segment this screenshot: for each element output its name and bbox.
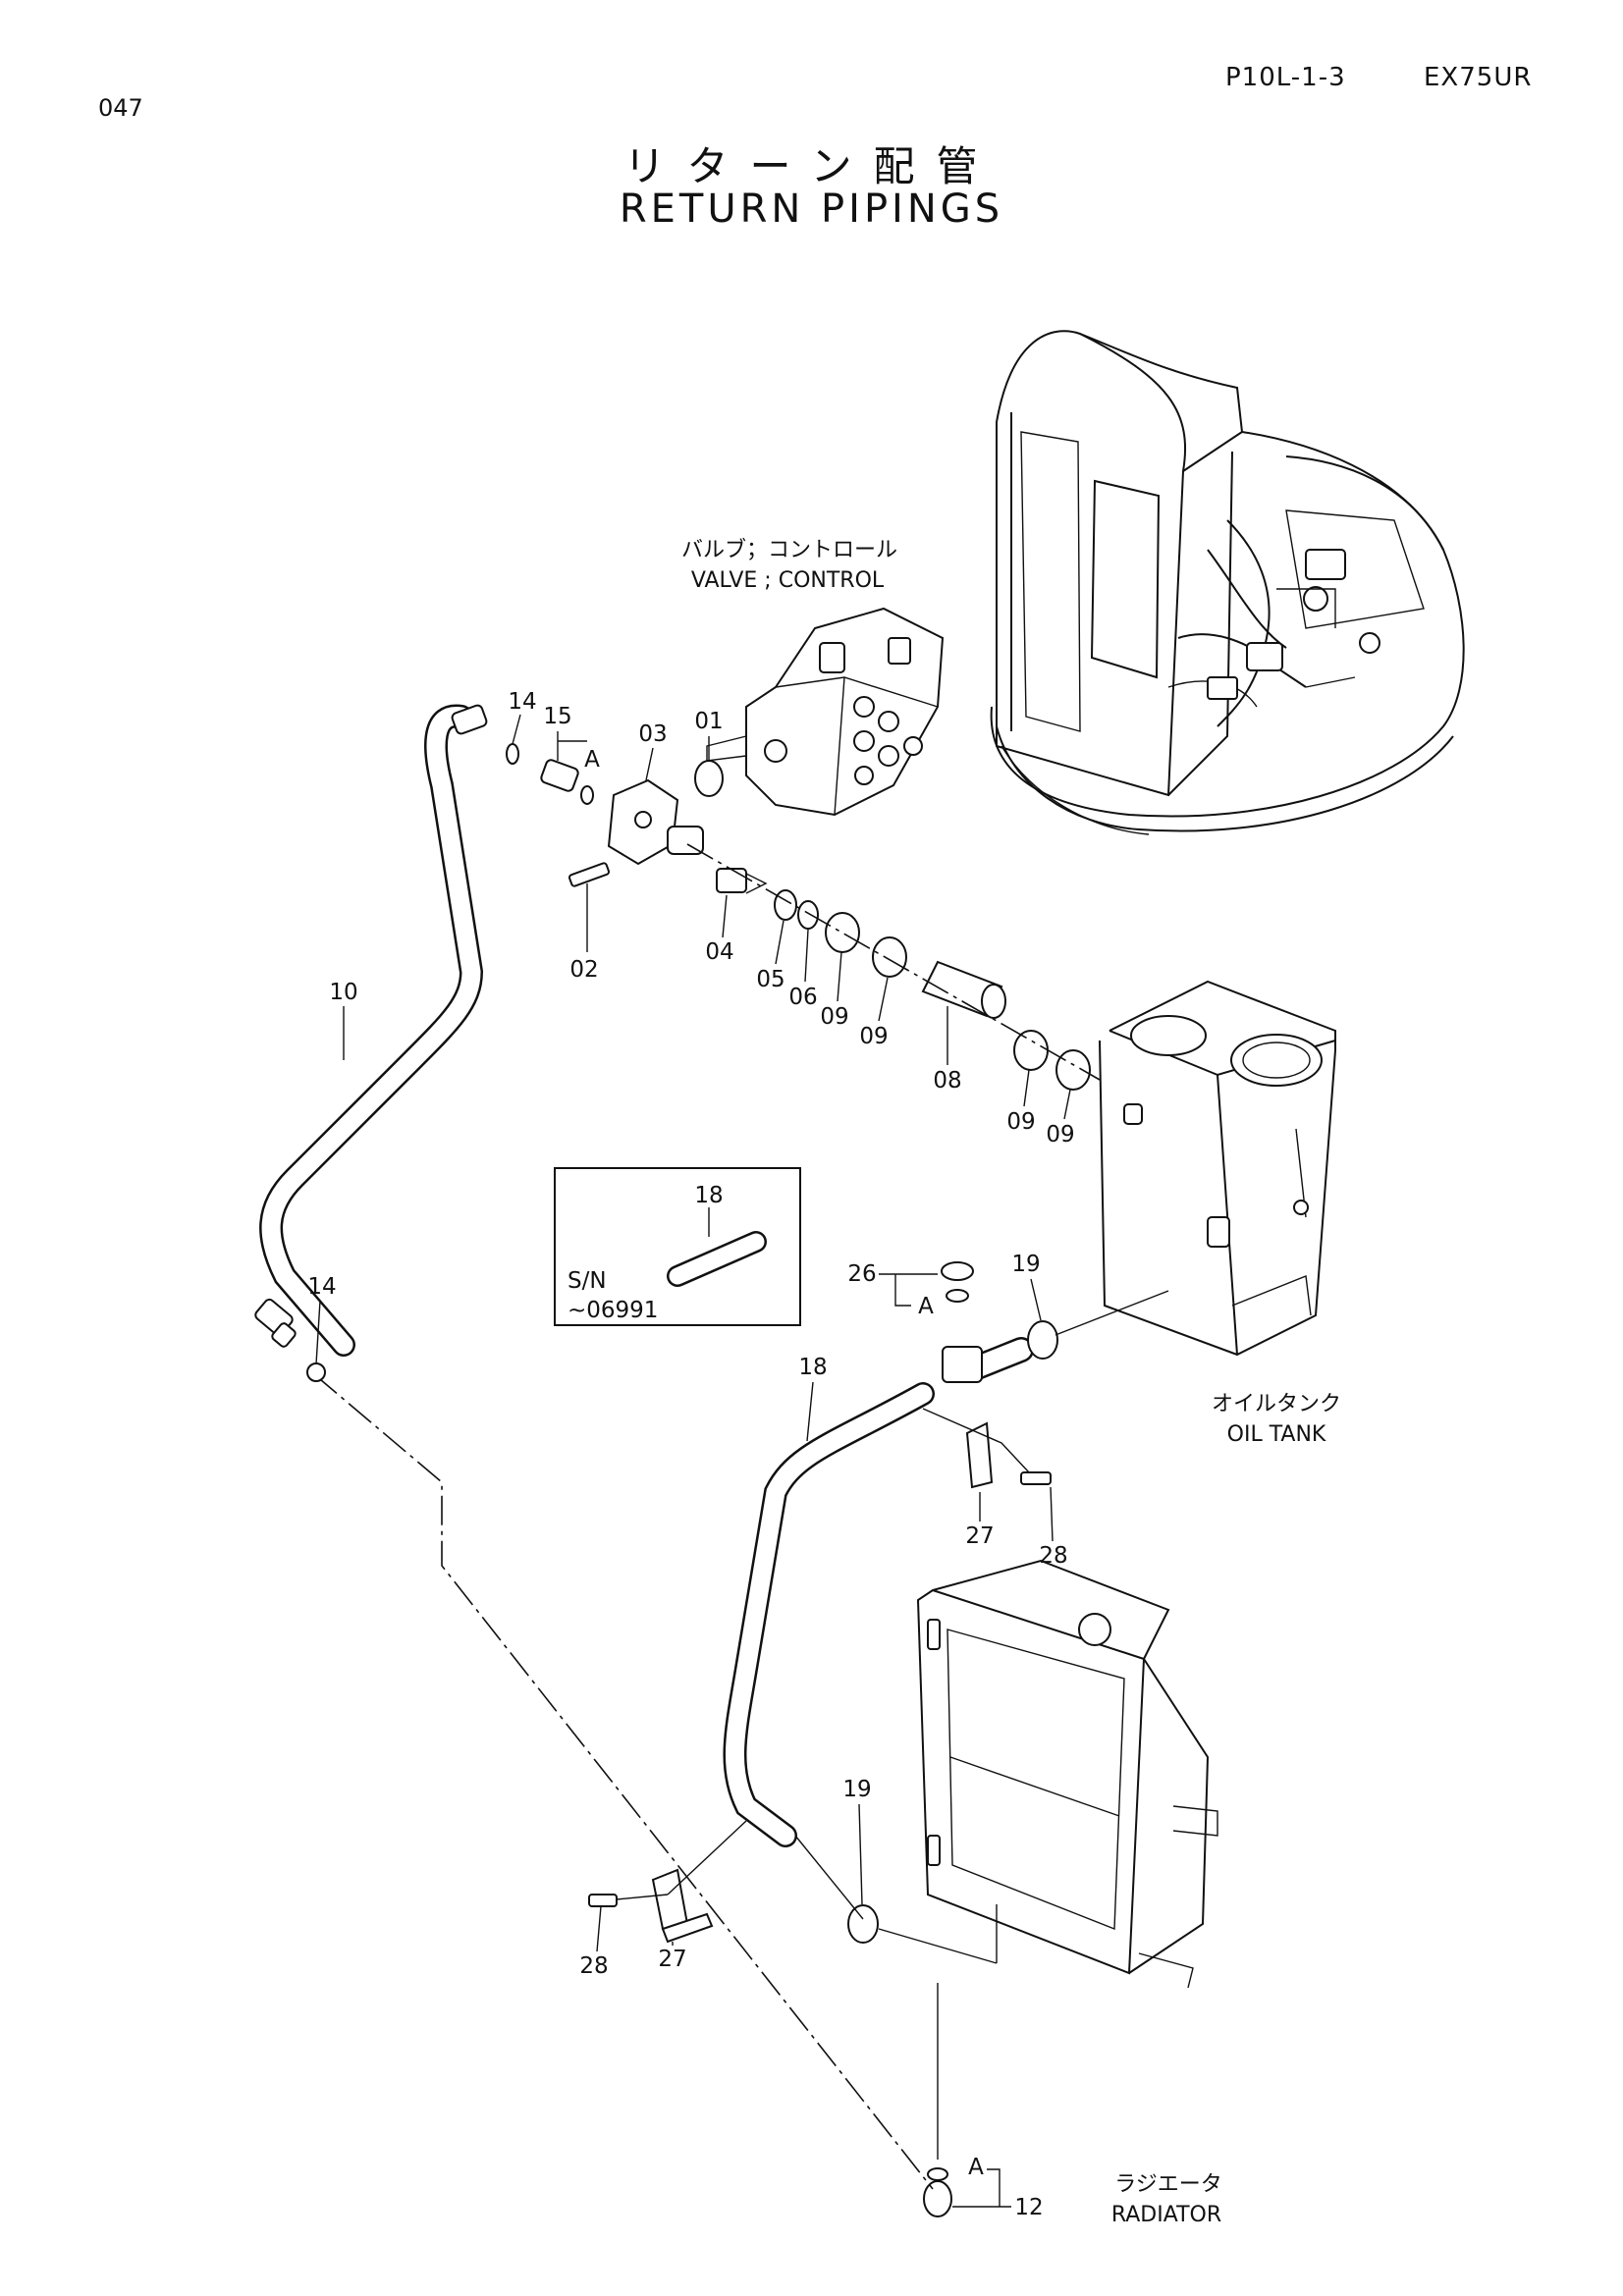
oil-tank-label-en: OIL TANK (1227, 1422, 1326, 1447)
control-valve-label-jp: バルブ；コントロール (681, 538, 897, 562)
control-valve-label-en: VALVE ; CONTROL (691, 568, 885, 593)
model-code: EX75UR (1424, 63, 1533, 92)
callout-19-lower: 19 (842, 1777, 871, 1802)
radiator-label-en: RADIATOR (1111, 2203, 1221, 2227)
excavator-illustration (990, 330, 1465, 835)
page-number: 047 (98, 94, 143, 122)
callout-08: 08 (933, 1068, 961, 1094)
callout-12: 12 (1014, 2195, 1043, 2220)
callout-mark-a-3: A (968, 2155, 984, 2180)
callout-06: 06 (788, 985, 817, 1010)
oil-tank (1099, 980, 1336, 1357)
inset-sn-range: ~06991 (568, 1298, 658, 1323)
title-japanese: リターン配管 (623, 142, 1000, 190)
callout-14-upper: 14 (508, 689, 536, 715)
callout-18: 18 (798, 1355, 827, 1380)
title-english: RETURN PIPINGS (619, 187, 1004, 232)
radiator (916, 1559, 1218, 1989)
callout-02: 02 (569, 957, 598, 983)
callout-mark-a-2: A (918, 1294, 934, 1319)
radiator-return-fittings (588, 1820, 998, 2217)
inset-part-number: 18 (694, 1183, 723, 1208)
fitting-chain (506, 743, 1101, 1091)
callout-01: 01 (694, 709, 723, 734)
control-valve (706, 607, 945, 817)
radiator-label-jp: ラジエータ (1114, 2172, 1222, 2197)
callout-28-upper: 28 (1039, 1543, 1067, 1569)
callout-28-lower: 28 (579, 1953, 608, 1979)
tee-and-pipe-18 (723, 1261, 1169, 1847)
callout-mark-a-1: A (584, 747, 600, 773)
callout-26: 26 (847, 1261, 876, 1287)
oil-tank-label-jp: オイルタンク (1212, 1392, 1341, 1416)
callout-09-d: 09 (1046, 1122, 1074, 1148)
callout-05: 05 (756, 967, 784, 992)
callout-27-lower: 27 (658, 1947, 686, 1972)
callout-09-b: 09 (859, 1024, 888, 1049)
callout-09-a: 09 (820, 1004, 848, 1030)
hose-10-leader (313, 1373, 934, 2190)
inset-box (554, 1167, 801, 1326)
page-code: P10L-1-3 (1225, 63, 1346, 92)
callout-14-lower: 14 (307, 1274, 336, 1300)
inset-sn-label: S/N (568, 1268, 607, 1294)
callout-04: 04 (705, 939, 733, 965)
hose-10 (254, 704, 488, 1357)
callout-27-upper: 27 (965, 1523, 994, 1549)
serial-number-inset (554, 1167, 801, 1326)
callouts: 14 15 A 03 01 02 04 05 06 09 09 08 09 09… (306, 689, 1075, 2220)
callout-10: 10 (329, 980, 357, 1005)
callout-03: 03 (638, 721, 667, 747)
callout-19-upper: 19 (1011, 1252, 1040, 1277)
callout-09-c: 09 (1006, 1109, 1035, 1135)
callout-15: 15 (543, 704, 571, 729)
